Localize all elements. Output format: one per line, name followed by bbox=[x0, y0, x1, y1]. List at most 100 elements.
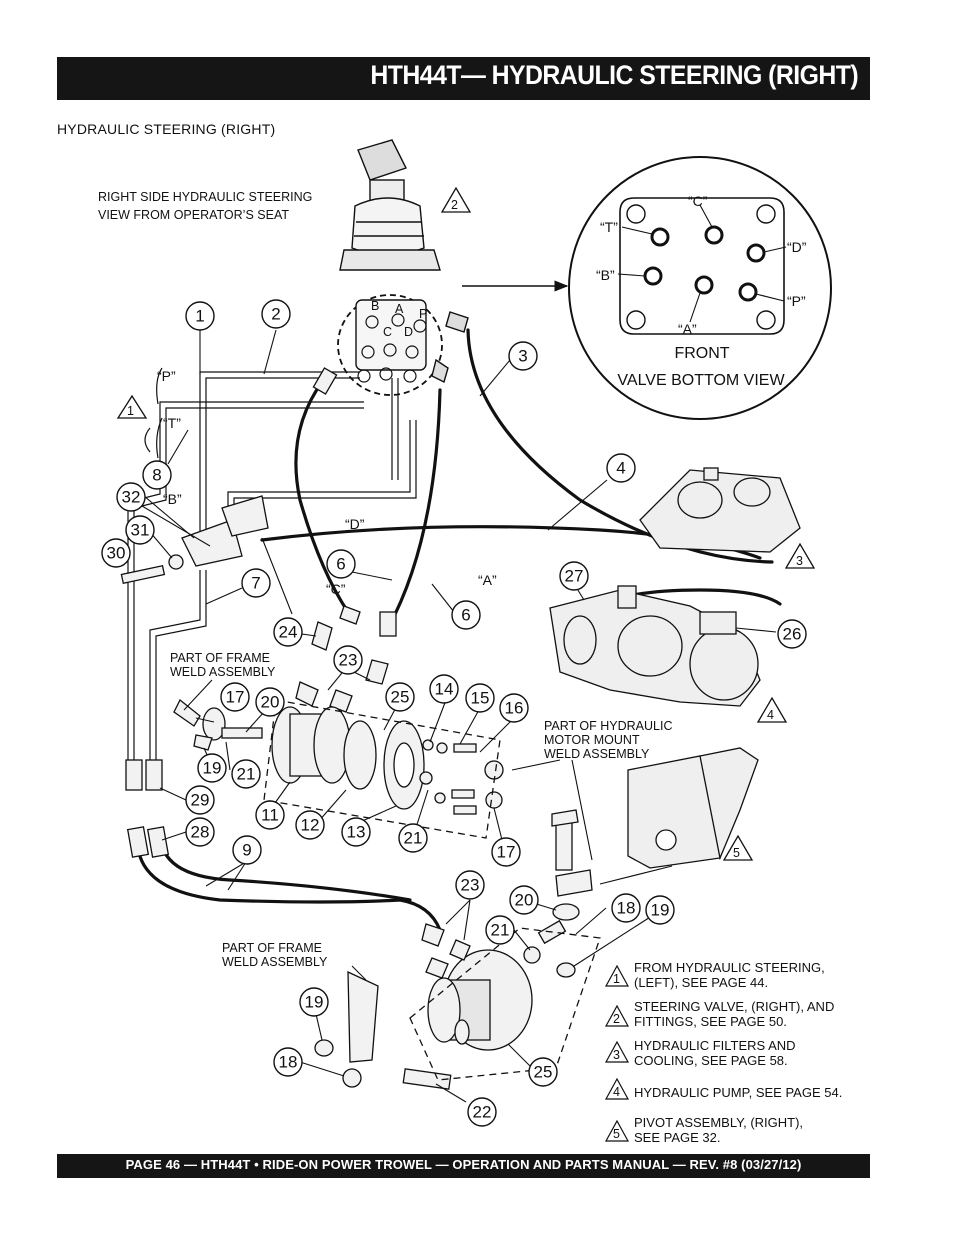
view-caption-line1: RIGHT SIDE HYDRAULIC STEERING bbox=[98, 190, 312, 204]
svg-text:15: 15 bbox=[471, 689, 490, 708]
svg-text:11: 11 bbox=[261, 806, 279, 825]
svg-text:WELD ASSEMBLY: WELD ASSEMBLY bbox=[170, 665, 276, 679]
svg-text:8: 8 bbox=[152, 466, 161, 485]
svg-text:MOTOR MOUNT: MOTOR MOUNT bbox=[544, 733, 640, 747]
svg-text:SEE PAGE 32.: SEE PAGE 32. bbox=[634, 1130, 720, 1145]
svg-text:17: 17 bbox=[497, 843, 516, 862]
svg-text:P: P bbox=[419, 307, 427, 321]
fittings-and-parts bbox=[120, 367, 593, 1090]
svg-text:12: 12 bbox=[301, 816, 320, 835]
front-label: FRONT bbox=[674, 345, 729, 362]
svg-text:5: 5 bbox=[733, 846, 740, 860]
svg-text:“D”: “D” bbox=[787, 239, 807, 255]
svg-text:4: 4 bbox=[616, 459, 625, 478]
svg-text:“A”: “A” bbox=[478, 572, 497, 588]
port-brackets bbox=[144, 367, 163, 459]
svg-text:“T”: “T” bbox=[600, 219, 618, 235]
svg-text:“D”: “D” bbox=[345, 516, 365, 532]
svg-text:4: 4 bbox=[767, 708, 774, 722]
svg-text:28: 28 bbox=[191, 823, 210, 842]
note-5: 5 PIVOT ASSEMBLY, (RIGHT), SEE PAGE 32. bbox=[604, 1115, 803, 1145]
svg-text:20: 20 bbox=[515, 891, 534, 910]
svg-text:HYDRAULIC FILTERS AND: HYDRAULIC FILTERS AND bbox=[634, 1038, 796, 1053]
svg-text:“P”: “P” bbox=[787, 293, 806, 309]
svg-text:18: 18 bbox=[617, 899, 636, 918]
svg-text:29: 29 bbox=[191, 791, 210, 810]
svg-text:2: 2 bbox=[613, 1012, 620, 1026]
svg-text:“C”: “C” bbox=[688, 193, 708, 209]
svg-text:2: 2 bbox=[271, 305, 280, 324]
svg-text:31: 31 bbox=[131, 521, 150, 540]
svg-text:C: C bbox=[383, 325, 392, 339]
filter-cooling-assembly bbox=[639, 467, 801, 553]
header-bar: HTH44T— HYDRAULIC STEERING (RIGHT) bbox=[57, 57, 870, 100]
svg-text:6: 6 bbox=[461, 606, 470, 625]
svg-text:1: 1 bbox=[613, 972, 620, 986]
svg-text:1: 1 bbox=[195, 307, 204, 326]
callout-numbers: 1 2 3 4 6 6 7 8 9 11 12 13 14 15 16 17 1… bbox=[107, 305, 802, 1122]
svg-text:16: 16 bbox=[505, 699, 524, 718]
svg-text:19: 19 bbox=[203, 759, 222, 778]
svg-text:1: 1 bbox=[127, 404, 134, 418]
svg-text:9: 9 bbox=[242, 841, 251, 860]
svg-text:PART OF FRAME: PART OF FRAME bbox=[170, 651, 270, 665]
svg-text:23: 23 bbox=[339, 651, 358, 670]
svg-text:14: 14 bbox=[435, 680, 454, 699]
svg-text:21: 21 bbox=[491, 921, 510, 940]
motor-mount-label: PART OF HYDRAULIC MOTOR MOUNT WELD ASSEM… bbox=[544, 719, 673, 761]
svg-text:(LEFT), SEE PAGE 44.: (LEFT), SEE PAGE 44. bbox=[634, 975, 768, 990]
inset-port-labels: “C” “T” “D” “B” “P” “A” bbox=[596, 193, 807, 337]
assembly-group-outlines bbox=[263, 699, 601, 1081]
footer-bar: PAGE 46 — HTH44T • RIDE-ON POWER TROWEL … bbox=[57, 1154, 870, 1178]
svg-text:“B”: “B” bbox=[163, 491, 182, 507]
svg-text:19: 19 bbox=[305, 993, 324, 1012]
steering-valve bbox=[337, 139, 469, 396]
frame-weld-label-upper: PART OF FRAME WELD ASSEMBLY bbox=[170, 651, 276, 679]
page-footer: PAGE 46 — HTH44T • RIDE-ON POWER TROWEL … bbox=[125, 1157, 802, 1172]
note-1: 1 FROM HYDRAULIC STEERING, (LEFT), SEE P… bbox=[604, 960, 825, 990]
page-title: HTH44T— HYDRAULIC STEERING (RIGHT) bbox=[370, 60, 858, 90]
svg-text:21: 21 bbox=[404, 829, 423, 848]
svg-text:25: 25 bbox=[391, 688, 410, 707]
svg-text:3: 3 bbox=[613, 1048, 620, 1062]
svg-text:“P”: “P” bbox=[157, 368, 176, 384]
note-2: 2 STEERING VALVE, (RIGHT), AND FITTINGS,… bbox=[604, 999, 834, 1029]
svg-text:B: B bbox=[371, 299, 379, 313]
svg-text:“A”: “A” bbox=[678, 321, 697, 337]
callout-bubbles bbox=[101, 299, 807, 1127]
svg-text:FROM HYDRAULIC STEERING,: FROM HYDRAULIC STEERING, bbox=[634, 960, 825, 975]
svg-text:PART OF HYDRAULIC: PART OF HYDRAULIC bbox=[544, 719, 673, 733]
pivot-assembly bbox=[627, 747, 759, 869]
reference-triangles bbox=[116, 186, 816, 861]
svg-text:22: 22 bbox=[473, 1103, 492, 1122]
svg-text:23: 23 bbox=[461, 876, 480, 895]
svg-text:“B”: “B” bbox=[596, 267, 615, 283]
diagram-subtitle: HYDRAULIC STEERING (RIGHT) bbox=[57, 121, 276, 137]
svg-text:27: 27 bbox=[565, 567, 584, 586]
svg-text:13: 13 bbox=[347, 823, 366, 842]
svg-text:6: 6 bbox=[336, 555, 345, 574]
valve-bottom-view-label: VALVE BOTTOM VIEW bbox=[617, 372, 785, 389]
note-4: 4 HYDRAULIC PUMP, SEE PAGE 54. bbox=[604, 1077, 842, 1100]
frame-weld-label-lower: PART OF FRAME WELD ASSEMBLY bbox=[222, 941, 328, 969]
view-caption-line2: VIEW FROM OPERATOR’S SEAT bbox=[98, 208, 289, 222]
svg-text:4: 4 bbox=[613, 1085, 620, 1099]
svg-text:COOLING, SEE PAGE 58.: COOLING, SEE PAGE 58. bbox=[634, 1053, 788, 1068]
svg-text:18: 18 bbox=[279, 1053, 298, 1072]
svg-text:32: 32 bbox=[122, 488, 141, 507]
note-3: 3 HYDRAULIC FILTERS AND COOLING, SEE PAG… bbox=[604, 1038, 796, 1068]
svg-text:5: 5 bbox=[613, 1127, 620, 1141]
svg-text:17: 17 bbox=[226, 688, 245, 707]
svg-text:3: 3 bbox=[518, 347, 527, 366]
svg-text:WELD ASSEMBLY: WELD ASSEMBLY bbox=[544, 747, 650, 761]
svg-text:19: 19 bbox=[651, 901, 670, 920]
svg-text:D: D bbox=[404, 325, 413, 339]
svg-text:20: 20 bbox=[261, 693, 280, 712]
svg-text:HYDRAULIC PUMP, SEE PAGE 54.: HYDRAULIC PUMP, SEE PAGE 54. bbox=[634, 1085, 842, 1100]
svg-text:21: 21 bbox=[237, 765, 256, 784]
svg-text:2: 2 bbox=[451, 198, 458, 212]
hydraulic-pump bbox=[549, 585, 761, 707]
svg-text:24: 24 bbox=[279, 623, 298, 642]
leader-lines bbox=[141, 329, 777, 1103]
